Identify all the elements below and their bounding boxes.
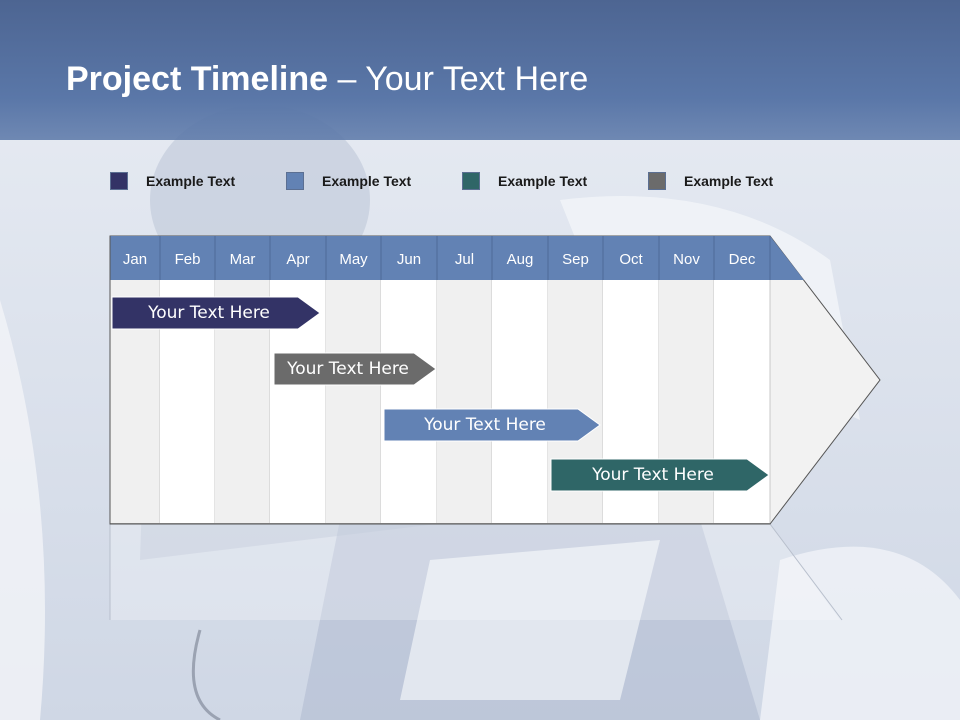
title-bold: Project Timeline	[66, 60, 329, 98]
month-label-apr: Apr	[286, 250, 310, 268]
task-label: Your Text Here	[148, 303, 270, 323]
legend-label: Example Text	[322, 173, 412, 189]
task-arrow	[383, 408, 601, 442]
legend-label: Example Text	[146, 173, 236, 189]
month-label-jul: Jul	[454, 250, 475, 268]
page-title: Project Timeline – Your Text Here	[66, 60, 588, 99]
legend-item: Example Text	[648, 170, 773, 192]
month-column	[437, 280, 492, 523]
month-label-sep: Sep	[562, 250, 589, 268]
month-label-aug: Aug	[506, 250, 534, 268]
legend-swatch	[286, 172, 304, 190]
task-arrow	[111, 296, 321, 330]
month-label-may: May	[339, 250, 368, 268]
legend-label: Example Text	[498, 173, 588, 189]
month-column	[492, 280, 548, 523]
legend-swatch	[110, 172, 128, 190]
month-label-dec: Dec	[728, 250, 756, 268]
legend-swatch	[462, 172, 480, 190]
legend-item: Example Text	[286, 170, 411, 192]
month-column	[326, 280, 381, 523]
task-arrow	[273, 352, 437, 386]
month-column	[381, 280, 437, 523]
month-label-oct: Oct	[619, 250, 643, 268]
task-label: Your Text Here	[424, 415, 546, 435]
task-arrow	[550, 458, 770, 492]
legend-item: Example Text	[110, 170, 235, 192]
month-band	[110, 236, 804, 280]
reflection-edge	[769, 523, 843, 621]
month-label-mar: Mar	[229, 250, 256, 268]
legend-item: Example Text	[462, 170, 587, 192]
legend-swatch	[648, 172, 666, 190]
month-label-jan: Jan	[122, 250, 148, 268]
month-label-nov: Nov	[673, 250, 700, 268]
header-band	[0, 0, 960, 140]
month-label-jun: Jun	[396, 250, 422, 268]
month-label-feb: Feb	[174, 250, 201, 268]
title-rest: – Your Text Here	[328, 60, 589, 98]
legend-label: Example Text	[684, 173, 774, 189]
task-label: Your Text Here	[287, 359, 409, 379]
task-label: Your Text Here	[592, 465, 714, 485]
grid-reflection	[110, 524, 840, 620]
